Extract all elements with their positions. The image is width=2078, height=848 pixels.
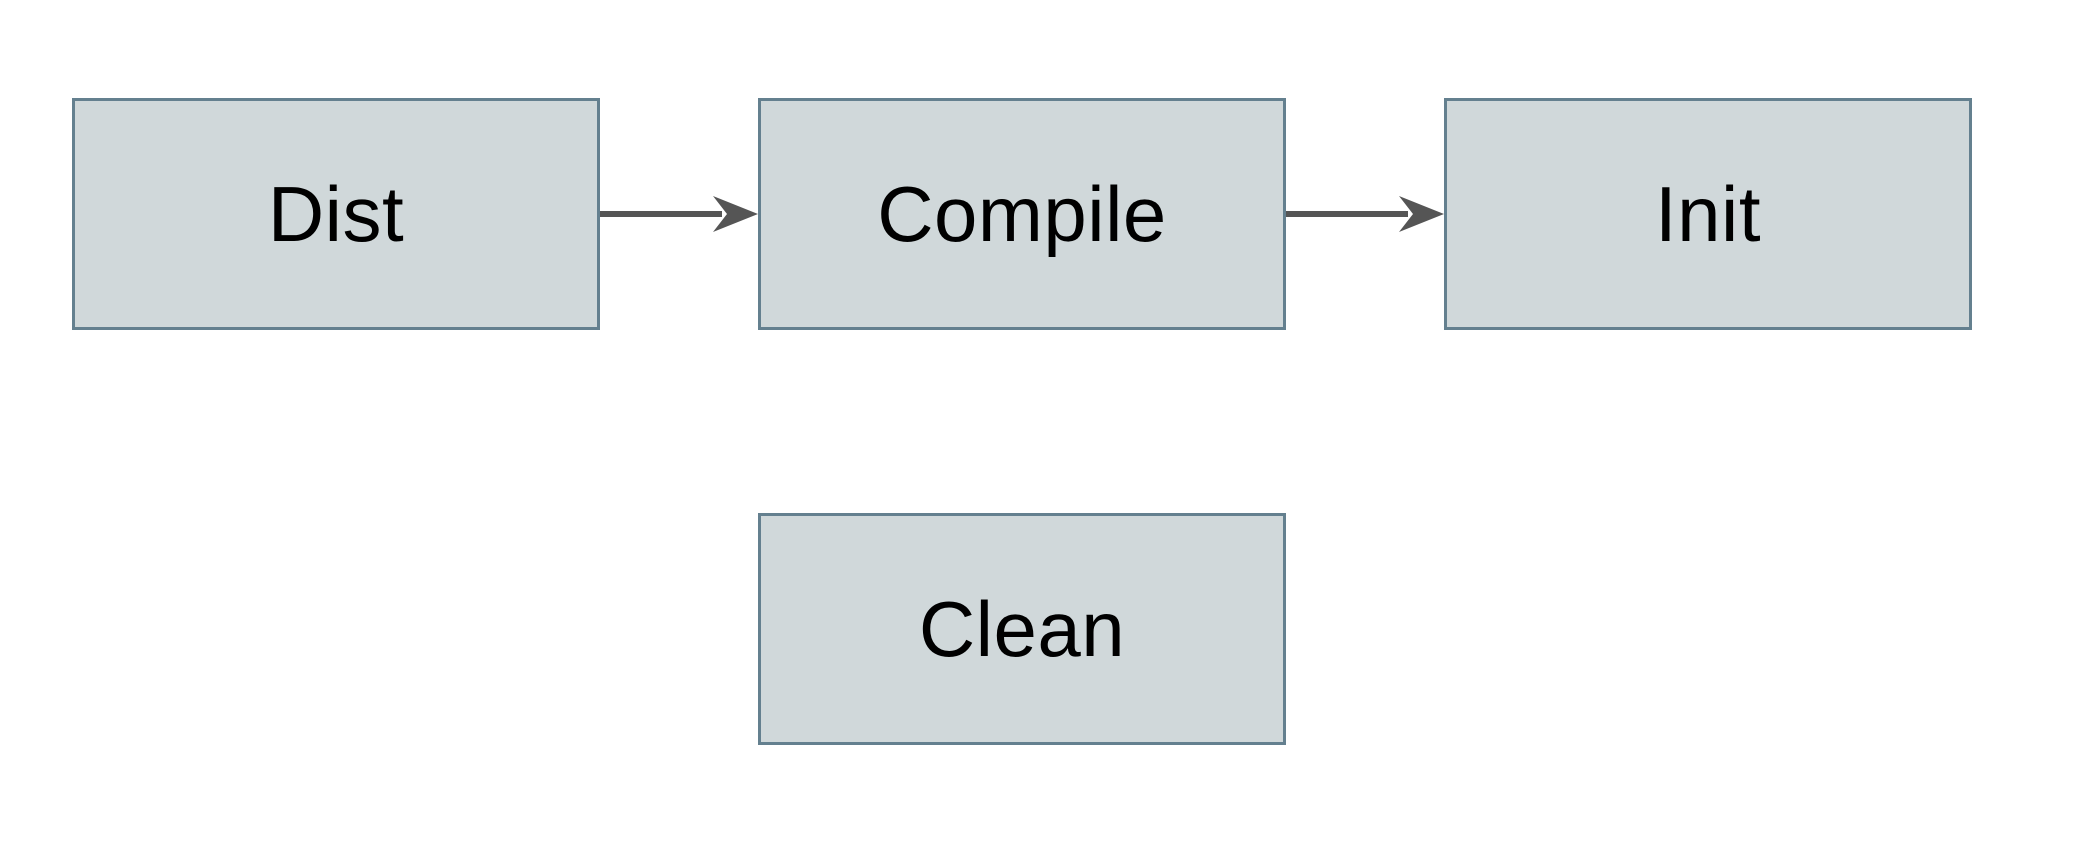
node-dist[interactable]: Dist <box>72 98 600 330</box>
arrow-head-icon <box>713 196 758 232</box>
arrow-head-icon <box>1399 196 1444 232</box>
node-dist-label: Dist <box>267 170 405 258</box>
node-init-label: Init <box>1654 170 1762 258</box>
node-compile-label: Compile <box>877 170 1167 258</box>
node-clean-label: Clean <box>918 585 1126 673</box>
connector-compile-to-init[interactable] <box>1286 194 1444 234</box>
node-compile[interactable]: Compile <box>758 98 1286 330</box>
node-init[interactable]: Init <box>1444 98 1972 330</box>
connector-dist-to-compile[interactable] <box>600 194 758 234</box>
node-clean[interactable]: Clean <box>758 513 1286 745</box>
